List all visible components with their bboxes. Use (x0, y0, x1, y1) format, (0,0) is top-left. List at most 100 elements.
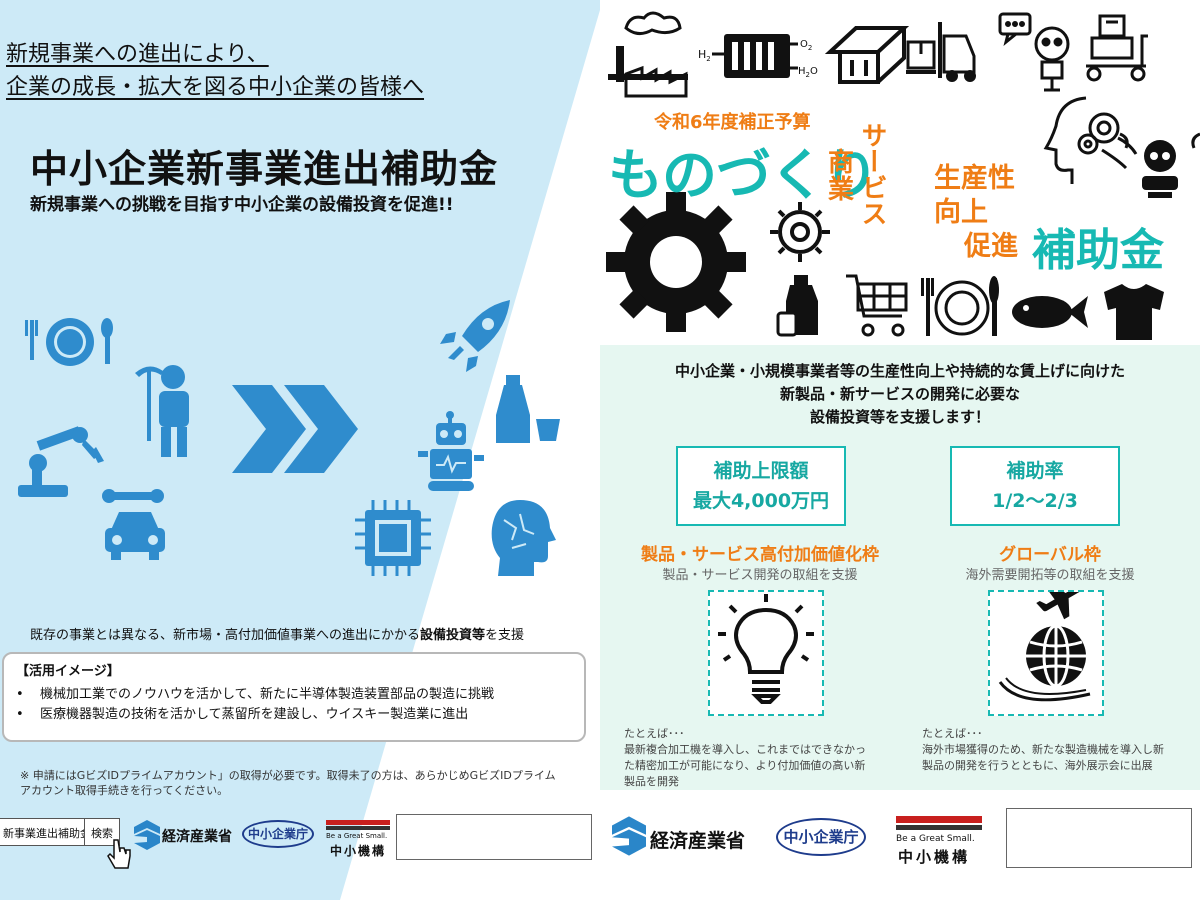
pointer-cursor-icon (107, 839, 131, 869)
frame-2-desc: 海外需要開拓等の取組を支援 (965, 568, 1135, 583)
hand-truck-icon (1086, 14, 1148, 82)
example-head: たとえば･･･ (922, 727, 983, 740)
h2-label: H2 (698, 48, 711, 63)
frame-1-desc: 製品・サービス開発の取組を支援 (662, 568, 858, 583)
intro-line-1: 新規事業への進出により、 (6, 42, 269, 67)
smrj-stripe (326, 820, 390, 825)
chip-icon (355, 500, 431, 576)
large-gear-icon (606, 192, 746, 332)
right-illustration: H2 O2 H2O (606, 11, 1200, 340)
frame-1-example: たとえば･･･ 最新複合加工機を導入し、これまではできなかっ た精密加工が可能に… (624, 726, 904, 790)
smrj-label: 中小機構 (898, 848, 971, 866)
chevron-right-icon (232, 385, 358, 473)
usage-item: • 医療機器製造の技術を活かして蒸留所を建設し、ウイスキー製造業に進出 (16, 705, 572, 725)
support-text-prefix: 既存の事業とは異なる、新市場・高付加価値事業への進出にかかる (30, 628, 421, 643)
example-line: 最新複合加工機を導入し、これまではできなかっ (624, 743, 866, 756)
productivity-line-2: 向上 (934, 197, 988, 228)
contact-blank-box (396, 814, 592, 860)
robot-icon (418, 411, 484, 491)
robot-arm-icon (18, 426, 104, 497)
example-line: 製品の開発を行うとともに、海外展示会に出展 (922, 759, 1153, 772)
meti-logo-icon (612, 816, 646, 856)
h2o-label: H2O (798, 66, 818, 79)
smrj-tagline: Be a Great Small. (326, 832, 388, 840)
smrj-label: 中小機構 (330, 844, 387, 858)
shopping-cart-icon (846, 274, 908, 337)
page-subtitle: 新規事業への挑戦を目指す中小企業の設備投資を促進!! (30, 195, 454, 215)
globe-plane-icon (998, 583, 1091, 702)
fuel-cell-icon: H2 O2 H2O (698, 34, 818, 79)
lightbulb-box (708, 590, 824, 716)
example-line: 製品を開発 (624, 775, 679, 788)
tshirt-icon (1104, 284, 1164, 340)
subsidy-limit-label: 補助上限額 (713, 460, 809, 482)
fish-icon (1012, 296, 1088, 328)
support-text: 既存の事業とは異なる、新市場・高付加価値事業への進出にかかる設備投資等を支援 (30, 624, 524, 643)
support-text-bold: 設備投資等 (420, 628, 486, 643)
intro-line-2: 企業の成長・拡大を図る中小企業の皆様へ (6, 75, 425, 100)
gbizid-note: ※ 申請にはGビズIDプライムアカウント」の取得が必要です。取得未了の方は、あら… (20, 769, 578, 797)
smrj-stripe-dark (326, 826, 390, 830)
frame-1-name: 製品・サービス高付加価値化枠 (641, 545, 879, 565)
usage-item: • 機械加工業でのノウハウを活かして、新たに半導体製造装置部品の製造に挑戦 (16, 685, 572, 705)
usage-title: 【活用イメージ】 (16, 664, 120, 679)
chusho-logo: 中小企業庁 (242, 820, 314, 848)
lightbulb-icon (718, 594, 814, 704)
search-button[interactable]: 検索 (91, 827, 113, 840)
o2-label: O2 (800, 39, 812, 52)
factory-icon (608, 11, 688, 98)
search-box[interactable]: 新事業進出補助金 検索 (0, 818, 120, 846)
meti-logo-icon (134, 820, 160, 850)
chusho-logo: 中小企業庁 (776, 818, 866, 856)
subsidy-rate-box: 補助率 1/2〜2/3 (950, 446, 1120, 526)
subsidy-rate-value: 1/2〜2/3 (992, 490, 1078, 512)
productivity-heading: 生産性 向上 促進 (934, 162, 1018, 264)
rocket-icon (440, 300, 510, 372)
ai-head-icon (491, 500, 556, 576)
steel-beam-icon (824, 26, 910, 84)
subsidy-heading: 補助金 (1032, 225, 1164, 276)
usage-item-text: 機械加工業でのノウハウを活かして、新たに半導体製造装置部品の製造に挑戦 (40, 687, 494, 702)
meti-label: 経済産業省 (650, 830, 746, 852)
productivity-line-1: 生産性 (934, 163, 1015, 194)
smrj-tagline: Be a Great Small. (896, 834, 975, 844)
robot-icon (1119, 132, 1200, 198)
page-title: 中小企業新事業進出補助金 (30, 147, 499, 191)
chat-robot-icon (998, 12, 1070, 92)
smrj-stripe (896, 816, 982, 823)
panel-line-2: 新製品・新サービスの開発に必要な (779, 385, 1020, 403)
smrj-stripe-dark (896, 825, 982, 830)
dining-icon (921, 276, 999, 336)
sake-icon (496, 375, 560, 443)
frame-2-example: たとえば･･･ 海外市場獲得のため、新たな製造機械を導入し新 製品の開発を行うと… (922, 726, 1198, 774)
dining-icon (25, 318, 113, 366)
globe-box (988, 583, 1104, 716)
example-line: 海外市場獲得のため、新たな製造機械を導入し新 (922, 743, 1164, 756)
contact-blank-box (1006, 808, 1192, 868)
usage-item-text: 医療機器製造の技術を活かして蒸留所を建設し、ウイスキー製造業に進出 (40, 707, 469, 722)
bullet: • (16, 707, 24, 722)
monozukuri-heading: ものづくり (608, 143, 879, 207)
bottle-cup-icon (776, 275, 818, 337)
budget-label: 令和6年度補正予算 (654, 112, 811, 133)
shogyo-vertical: 商業 (828, 148, 855, 205)
search-query[interactable]: 新事業進出補助金 (0, 819, 85, 845)
productivity-line-3: 促進 (964, 231, 1018, 262)
forklift-icon (906, 22, 976, 82)
intro-text: 新規事業への進出により、 企業の成長・拡大を図る中小企業の皆様へ (6, 38, 424, 104)
example-head: たとえば･･･ (624, 727, 685, 740)
example-line: た精密加工が可能になり、より付加価値の高い新 (624, 759, 866, 772)
bullet: • (16, 687, 24, 702)
frame-2-name: グローバル枠 (999, 545, 1101, 565)
gear-head-icon (1043, 96, 1138, 184)
right-flyer: H2 O2 H2O (600, 0, 1200, 900)
left-flyer: 新規事業への進出により、 企業の成長・拡大を図る中小企業の皆様へ 中小企業新事業… (0, 0, 600, 900)
subsidy-limit-box: 補助上限額 最大4,000万円 (676, 446, 846, 526)
usage-examples-box: 【活用イメージ】 • 機械加工業でのノウハウを活かして、新たに半導体製造装置部品の… (2, 652, 586, 742)
subsidy-rate-label: 補助率 (1006, 460, 1064, 482)
panel-line-1: 中小企業・小規模事業者等の生産性向上や持続的な賃上げに向けた (674, 362, 1125, 380)
panel-intro: 中小企業・小規模事業者等の生産性向上や持続的な賃上げに向けた 新製品・新サービス… (600, 360, 1200, 429)
left-illustration (18, 300, 560, 576)
car-repair-icon (102, 489, 165, 560)
meti-label: 経済産業省 (162, 829, 232, 845)
